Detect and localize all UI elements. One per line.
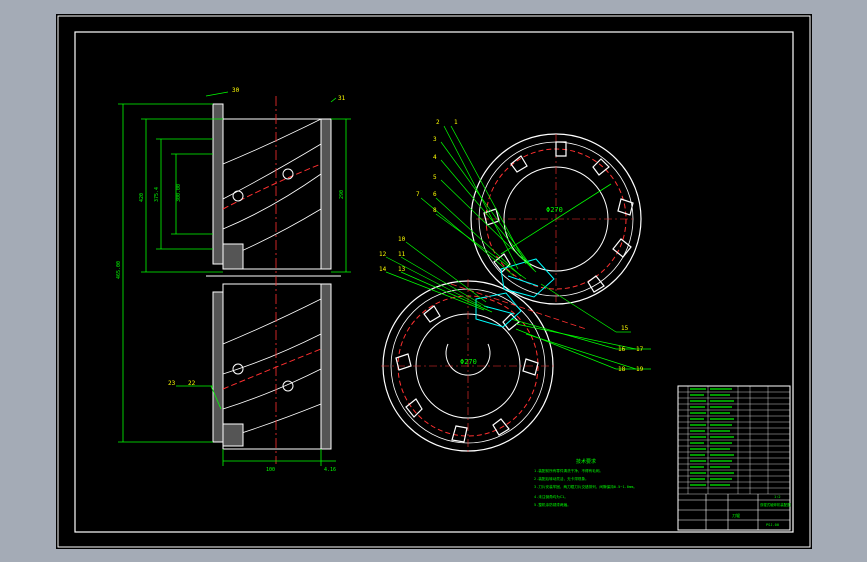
callout-17: 17 <box>636 346 644 353</box>
callout-22: 22 <box>188 380 196 387</box>
upper-diameter-label: Φ270 <box>546 206 563 214</box>
dim-465: 465.00 <box>116 261 122 279</box>
notes-title: 技术要求 <box>576 458 596 465</box>
callout-1: 1 <box>454 119 458 126</box>
callout-10: 10 <box>398 236 406 243</box>
note-1: 1.装配前所有零件清洗干净，不得有毛刺。 <box>534 468 603 473</box>
callout-7: 7 <box>416 191 420 198</box>
callout-numbers: 2 1 3 4 5 7 6 8 10 11 12 13 14 15 16 17 <box>379 119 644 373</box>
callout-15: 15 <box>621 325 629 332</box>
hub-upper <box>222 243 244 270</box>
upper-diameter-line <box>500 183 612 255</box>
callout-6: 6 <box>433 191 437 198</box>
title-grid <box>678 494 790 530</box>
left-plate-lower <box>212 291 224 443</box>
technical-notes: 技术要求 1.装配前所有零件清洗干净，不得有毛刺。 2.装配后转动灵活，无卡滞现… <box>534 458 637 507</box>
dim-375: 375.4 <box>154 187 160 202</box>
lower-roller-teeth <box>395 305 539 443</box>
upper-roll-body <box>222 118 322 270</box>
callout-30: 30 <box>232 87 240 94</box>
part-name: 刀辊 <box>732 512 740 518</box>
bom-grid <box>678 386 790 495</box>
callout-18: 18 <box>618 366 626 373</box>
note-5: 5.整机涂防锈漆两遍。 <box>534 502 571 507</box>
drawing-scale: 1:2 <box>774 495 781 499</box>
bolt-lower-2 <box>282 380 294 392</box>
lower-helix-centerline <box>222 348 322 390</box>
callout-13: 13 <box>398 266 406 273</box>
callout-3: 3 <box>433 136 437 143</box>
right-plate-upper <box>320 118 332 270</box>
callout-19: 19 <box>636 366 644 373</box>
side-section-view: 465.00 420 375.4 300.00 290 100 4.16 30 … <box>116 87 351 473</box>
hub-lower <box>222 423 244 447</box>
upper-blade-helix <box>222 118 322 260</box>
left-plate-upper <box>212 103 224 265</box>
dim-100: 100 <box>266 467 275 473</box>
lower-diameter-label: Φ270 <box>460 358 477 366</box>
note-4: 4.未注倒角均为C1。 <box>534 494 568 499</box>
callout-4: 4 <box>433 154 437 161</box>
callout-16: 16 <box>618 346 626 353</box>
note-3: 3.刀片安装牢固，两刀辊刀片交错排列，间隙保持0.5~1.0mm。 <box>534 484 637 489</box>
dim-420: 420 <box>139 193 145 202</box>
outer-border <box>57 15 811 548</box>
upper-helix-centerline <box>222 163 322 210</box>
callout-2: 2 <box>436 119 440 126</box>
dimension-lines <box>118 91 351 466</box>
dim-300: 300.00 <box>176 184 182 202</box>
note-2: 2.装配后转动灵活，无卡滞现象。 <box>534 476 589 481</box>
center-connect-line <box>450 283 587 330</box>
title-block: 双辊式破碎机装配图 刀辊 1:2 PSJ-00 <box>677 385 791 531</box>
drawing-canvas[interactable]: 465.00 420 375.4 300.00 290 100 4.16 30 … <box>56 14 812 549</box>
callout-5: 5 <box>433 174 437 181</box>
callout-12: 12 <box>379 251 387 258</box>
drawing-number: PSJ-00 <box>766 523 779 527</box>
bolt-upper-2 <box>282 168 294 180</box>
callout-leaders <box>385 125 651 370</box>
callout-11: 11 <box>398 251 406 258</box>
bom-cells <box>690 388 734 486</box>
drawing-sheet: 465.00 420 375.4 300.00 290 100 4.16 30 … <box>56 14 812 549</box>
callout-31: 31 <box>338 95 346 102</box>
bolt-upper-1 <box>232 190 244 202</box>
drawing-title: 双辊式破碎机装配图 <box>760 502 791 507</box>
callout-14: 14 <box>379 266 387 273</box>
dim-4-16: 4.16 <box>324 467 336 473</box>
callout-8: 8 <box>433 207 437 214</box>
lower-blade-helix <box>222 298 322 440</box>
right-plate-lower <box>320 283 332 450</box>
bolt-lower-1 <box>232 363 244 375</box>
lower-roll-body <box>222 283 322 450</box>
dim-290: 290 <box>339 190 345 199</box>
inner-border <box>74 31 794 533</box>
callout-23: 23 <box>168 380 176 387</box>
front-view-rollers: Φ270 Φ270 <box>379 119 651 454</box>
